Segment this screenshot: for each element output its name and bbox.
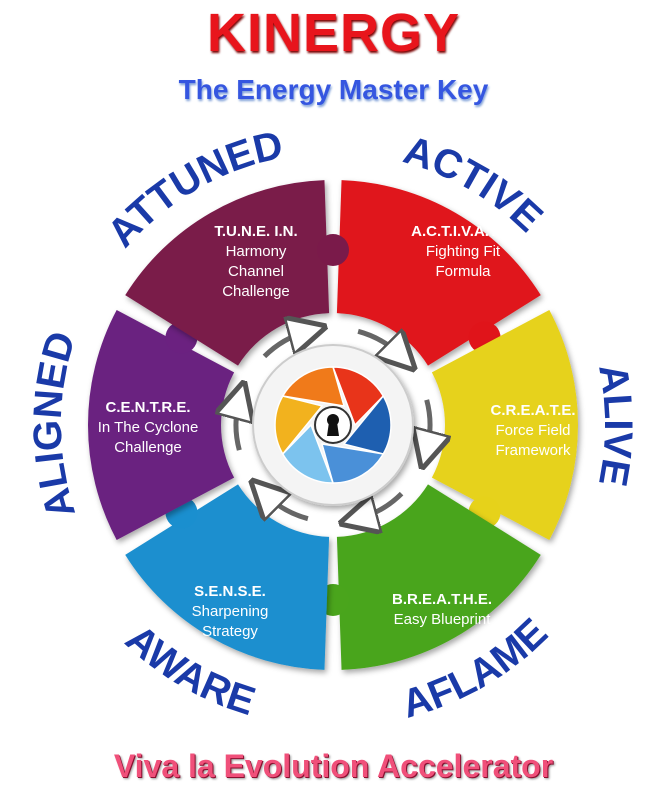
svg-text:S.E.N.S.E.: S.E.N.S.E. [194, 583, 266, 600]
svg-text:Formula: Formula [435, 263, 491, 280]
puzzle-knob [317, 234, 349, 266]
svg-text:Sharpening: Sharpening [192, 603, 269, 620]
aperture-blade [331, 366, 385, 427]
subtitle: The Energy Master Key [178, 74, 489, 105]
title: KINERGY [206, 3, 461, 63]
svg-text:In The Cyclone: In The Cyclone [98, 419, 199, 436]
segment-text-breathe: B.R.E.A.T.H.E. Easy Blueprint [392, 591, 492, 628]
segment-text-activate: A.C.T.I.V.A.T.E. Fighting Fit Formula [411, 223, 515, 280]
puzzle-piece-tune-in [125, 180, 330, 366]
svg-text:Strategy: Strategy [202, 623, 258, 640]
segment-text-create: C.R.E.A.T.E. Force Field Framework [490, 402, 575, 459]
puzzle-piece-create [431, 309, 578, 541]
svg-text:Channel: Channel [228, 263, 284, 280]
puzzle-piece-centre [87, 309, 235, 541]
svg-text:B.R.E.A.T.H.E.: B.R.E.A.T.H.E. [392, 591, 492, 608]
cycle-arrow-icon [264, 494, 309, 519]
puzzle-piece-activate [336, 180, 541, 366]
keyhole-aperture-icon [274, 366, 392, 484]
segment-text-sense: S.E.N.S.E. Sharpening Strategy [192, 583, 269, 640]
aperture-blade [281, 366, 346, 407]
cycle-arrow-icon [358, 491, 404, 519]
segment-text-tune-in: T.U.N.E. I.N. Harmony Channel Challenge [214, 223, 297, 300]
cycle-arrow-icon [427, 399, 430, 450]
outer-label-aligned: ALIGNED [26, 327, 84, 523]
svg-text:A.C.T.I.V.A.T.E.: A.C.T.I.V.A.T.E. [411, 223, 515, 240]
svg-text:Force Field: Force Field [495, 422, 570, 439]
svg-text:Challenge: Challenge [114, 439, 182, 456]
center-hub [252, 344, 414, 506]
cycle-arrow-icon [262, 331, 307, 359]
footer-tagline: Viva la Evolution Accelerator [113, 748, 554, 784]
svg-text:Easy Blueprint: Easy Blueprint [394, 611, 492, 628]
svg-text:Fighting Fit: Fighting Fit [426, 243, 501, 260]
svg-text:C.E.N.T.R.E.: C.E.N.T.R.E. [105, 399, 190, 416]
segment-text-centre: C.E.N.T.R.E. In The Cyclone Challenge [98, 399, 199, 456]
svg-text:Harmony: Harmony [226, 243, 287, 260]
cycle-arrow-icon [357, 331, 401, 356]
aperture-blade [281, 423, 335, 484]
puzzle-piece-breathe [336, 484, 541, 670]
svg-text:C.R.E.A.T.E.: C.R.E.A.T.E. [490, 402, 575, 419]
svg-text:Framework: Framework [495, 442, 571, 459]
aperture-blade [320, 443, 385, 484]
cycle-arrow-icon [236, 400, 239, 451]
outer-label-alive: ALIVE [590, 361, 640, 490]
svg-text:Challenge: Challenge [222, 283, 290, 300]
svg-text:T.U.N.E. I.N.: T.U.N.E. I.N. [214, 223, 297, 240]
aperture-blade [274, 395, 324, 456]
puzzle-piece-sense [125, 484, 330, 670]
aperture-blade [342, 394, 392, 455]
